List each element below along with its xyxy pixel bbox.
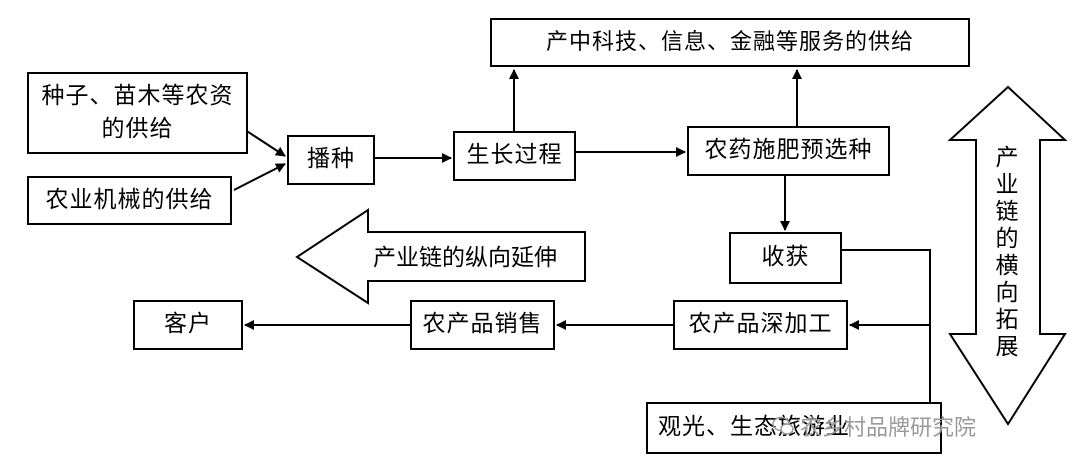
harvest-box: 收获 (729, 232, 842, 284)
horizontal-expansion-char: 向 (995, 280, 1019, 306)
horizontal-expansion-char: 链 (995, 199, 1019, 225)
horizontal-expansion-char: 业 (995, 172, 1019, 198)
watermark-text: 农乡村品牌研究院 (800, 416, 977, 441)
seed-supply-box: 种子、苗木等农资 的供给 (27, 72, 248, 154)
deep-processing-label: 农产品深加工 (688, 311, 833, 338)
sowing-label: 播种 (307, 146, 355, 173)
seed-supply-label-line2: 的供给 (101, 116, 174, 142)
horizontal-expansion-char: 产 (995, 145, 1019, 171)
harvest-label: 收获 (761, 244, 810, 271)
machinery-supply-label: 农业机械的供给 (45, 186, 214, 213)
machinery-supply-box: 农业机械的供给 (27, 176, 232, 225)
tourism-label: 观光、生态旅游业 (658, 414, 850, 441)
customer-box: 客户 (133, 300, 243, 350)
pesticide-fertilizer-label: 农药施肥预选种 (704, 137, 873, 164)
vertical-extension-arrow-shape (295, 208, 586, 305)
horizontal-expansion-char: 展 (995, 334, 1019, 360)
seed-supply-label-line1: 种子、苗木等农资 (41, 82, 234, 109)
arrow-machinery-to-sowing (233, 163, 286, 191)
horizontal-expansion-char: 拓 (995, 307, 1019, 333)
horizontal-expansion-arrow-shape (947, 85, 1068, 426)
growth-process-box: 生长过程 (453, 131, 576, 181)
horizontal-expansion-char: 横 (995, 253, 1019, 279)
sowing-box: 播种 (287, 135, 375, 185)
vertical-extension-label: 产业链的纵向延伸 (373, 245, 557, 271)
services-supply-box: 产中科技、信息、金融等服务的供给 (490, 18, 970, 67)
growth-process-label: 生长过程 (466, 142, 563, 169)
wechat-icon (772, 416, 794, 435)
horizontal-expansion-char: 的 (995, 226, 1019, 252)
product-sales-label: 农产品销售 (422, 311, 543, 338)
line-harvest-to-tourism (842, 249, 931, 402)
services-supply-label: 产中科技、信息、金融等服务的供给 (545, 29, 914, 55)
product-sales-box: 农产品销售 (410, 300, 555, 350)
pesticide-fertilizer-box: 农药施肥预选种 (687, 126, 890, 176)
tourism-box: 观光、生态旅游业 (646, 402, 942, 454)
horizontal-expansion-label: 产 业 链 的 横 向 拓 展 (990, 145, 1024, 361)
deep-processing-box: 农产品深加工 (673, 300, 848, 350)
customer-label: 客户 (164, 311, 212, 338)
